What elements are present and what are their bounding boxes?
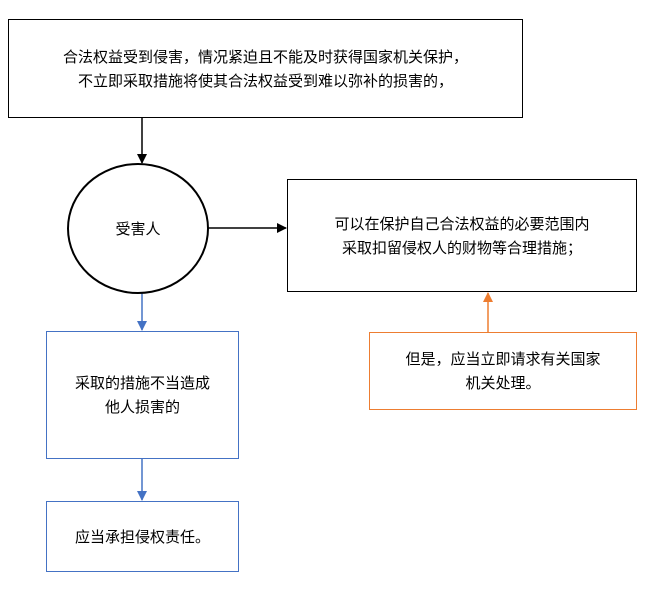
victim-ellipse: 受害人 [67,163,209,294]
condition-box: 合法权益受到侵害，情况紧迫且不能及时获得国家机关保护， 不立即采取措施将使其合法… [8,19,523,118]
improper-text-line-2: 他人损害的 [104,398,180,416]
improper-measures-box: 采取的措施不当造成 他人损害的 [46,331,239,459]
self-help-text-line-1: 可以在保护自己合法权益的必要范围内 [334,214,590,233]
report-text-line-1: 但是，应当立即请求有关国家 [405,350,601,368]
condition-text-line-2: 不立即采取措施将使其合法权益受到难以弥补的损害的， [77,71,453,90]
improper-text-line-1: 采取的措施不当造成 [74,374,210,392]
report-text-line-2: 机关处理。 [465,374,541,392]
condition-text-line-1: 合法权益受到侵害，情况紧迫且不能及时获得国家机关保护， [62,47,468,66]
liability-label: 应当承担侵权责任。 [74,527,210,546]
liability-box: 应当承担侵权责任。 [46,501,239,572]
self-help-box: 可以在保护自己合法权益的必要范围内 采取扣留侵权人的财物等合理措施； [287,179,637,292]
self-help-text-line-2: 采取扣留侵权人的财物等合理措施； [341,238,582,257]
victim-label: 受害人 [115,219,161,238]
report-box: 但是，应当立即请求有关国家 机关处理。 [369,332,637,410]
